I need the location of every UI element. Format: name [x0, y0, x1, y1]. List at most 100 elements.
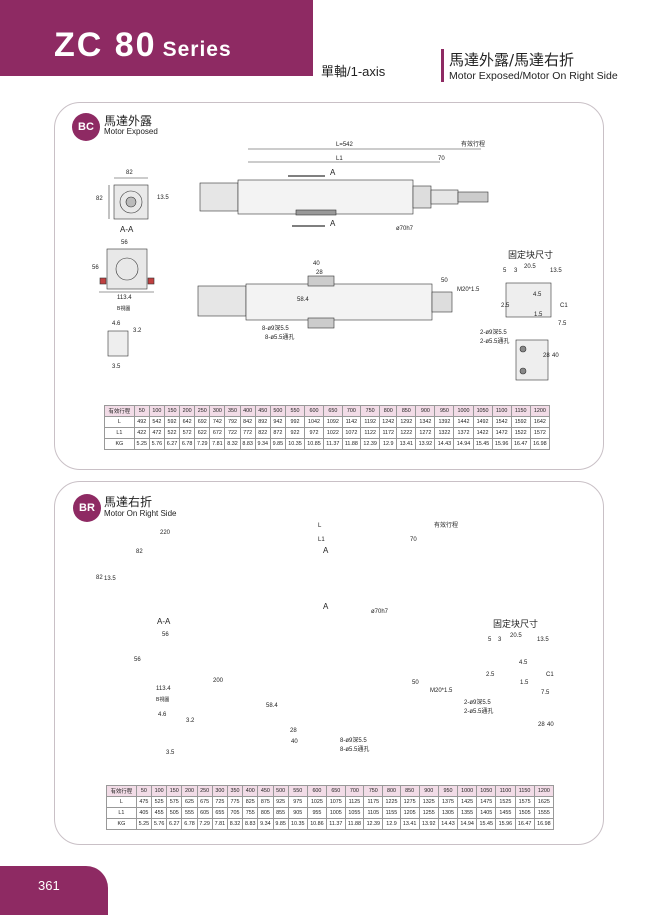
section-motor-right-side	[54, 481, 604, 845]
bc-table-cell: 742	[209, 416, 226, 428]
bc-table-cell: 1222	[396, 427, 417, 439]
br-table-cell: 475	[135, 796, 153, 808]
bc-dim-3-2: 3.2	[133, 328, 142, 334]
bc-table-cell: 972	[303, 427, 325, 439]
bc-fb-2-5: 2.5	[501, 303, 510, 309]
br-dim-200: 200	[213, 678, 224, 684]
br-stroke-header: 1200	[533, 785, 555, 797]
br-table-cell: 1505	[514, 807, 535, 819]
br-stroke-header: 1150	[514, 785, 535, 797]
br-row-label: L1	[106, 807, 137, 819]
bc-fb-4-5: 4.5	[533, 292, 542, 298]
bc-table-cell: 1092	[323, 416, 343, 428]
br-table-cell: 755	[242, 807, 259, 819]
br-table-cell: 16.47	[514, 818, 535, 830]
br-dim-40: 40	[291, 739, 298, 745]
bc-table-cell: 422	[133, 427, 150, 439]
bc-dim-m20: M20*1.5	[457, 287, 480, 293]
bc-stroke-header: 700	[341, 405, 362, 417]
bc-table-cell: 15.96	[491, 438, 512, 450]
bc-table-cell: 11.37	[323, 438, 343, 450]
br-table-cell: 875	[257, 796, 274, 808]
section-title-zh: 馬達右折	[104, 495, 153, 509]
bc-row-label: L	[104, 416, 135, 428]
br-table-cell: 725	[211, 796, 228, 808]
bc-dim-40: 40	[313, 261, 320, 267]
header-title-en: Motor Exposed/Motor On Right Side	[449, 70, 618, 82]
br-table-cell: 6.78	[181, 818, 198, 830]
series-word: Series	[162, 38, 232, 61]
br-section-a1: A	[323, 546, 329, 555]
br-fixed-block-title: 固定块尺寸	[493, 620, 539, 630]
bc-stroke-header: 1000	[453, 405, 474, 417]
bc-table-cell: 9.34	[254, 438, 271, 450]
bc-table-cell: 842	[239, 416, 256, 428]
br-table-cell: 1125	[344, 796, 365, 808]
br-table-cell: 1405	[476, 807, 497, 819]
br-fb-28: 28	[538, 722, 545, 728]
br-fb-4-5: 4.5	[519, 660, 528, 666]
header-title-block: 馬達外露/馬達右折 Motor Exposed/Motor On Right S…	[441, 49, 618, 82]
bc-table-cell: 6.27	[163, 438, 181, 450]
bc-fixed-block-title: 固定块尺寸	[508, 251, 554, 261]
br-stroke-header: 300	[211, 785, 228, 797]
bc-table-cell: 1492	[472, 416, 493, 428]
br-dim-13-5: 13.5	[104, 576, 116, 582]
bc-table-cell: 1322	[434, 427, 455, 439]
bc-dim-4-6: 4.6	[112, 321, 121, 327]
bc-hole-2: 8-ø5.5通孔	[265, 335, 295, 341]
bc-table-cell: 542	[148, 416, 165, 428]
br-fb-2-5: 2.5	[486, 672, 495, 678]
bc-table-cell: 10.35	[284, 438, 306, 450]
br-table-cell: 10.35	[287, 818, 308, 830]
br-dim-28: 28	[290, 728, 297, 734]
br-row-label: KG	[106, 818, 137, 830]
br-table-cell: 14.94	[457, 818, 478, 830]
br-fb-3: 3	[498, 637, 502, 643]
br-dim-82: 82	[136, 549, 143, 555]
br-stroke-header: 700	[344, 785, 365, 797]
br-table-cell: 11.37	[326, 818, 346, 830]
bc-bolt-view: B視圖	[117, 306, 131, 312]
page-number: 361	[38, 878, 60, 893]
bc-dim-82: 82	[126, 170, 133, 176]
footer-band	[0, 866, 108, 915]
bc-table-cell: 1022	[323, 427, 343, 439]
br-table-cell: 555	[181, 807, 198, 819]
bc-dim-58-4: 58.4	[297, 297, 309, 303]
bc-table-cell: 1142	[341, 416, 362, 428]
bc-table-cell: 942	[269, 416, 286, 428]
bc-table-cell: 15.45	[472, 438, 493, 450]
br-stroke-header: 350	[226, 785, 244, 797]
bc-table-cell: 472	[148, 427, 165, 439]
bc-table-cell: 16.47	[510, 438, 531, 450]
br-table-cell: 675	[196, 796, 213, 808]
br-table-cell: 8.83	[242, 818, 259, 830]
bc-table-cell: 642	[179, 416, 196, 428]
br-dim-220: 220	[160, 530, 171, 536]
bc-table-cell: 572	[179, 427, 196, 439]
br-table-cell: 9.85	[272, 818, 289, 830]
br-fb-20-5: 20.5	[510, 633, 522, 639]
bc-dim-stroke: 有效行程	[461, 142, 486, 148]
br-table-cell: 1005	[326, 807, 346, 819]
bc-dim-28: 28	[316, 270, 323, 276]
br-table-cell: 625	[181, 796, 198, 808]
bc-label-aa: A-A	[120, 225, 134, 234]
br-dim-56: 56	[162, 632, 169, 638]
br-table-cell: 855	[272, 807, 289, 819]
bc-table-cell: 722	[224, 427, 241, 439]
br-stroke-header: 600	[306, 785, 328, 797]
br-table-cell: 1555	[533, 807, 555, 819]
bc-stroke-header: 100	[148, 405, 165, 417]
bc-stroke-header: 400	[239, 405, 256, 417]
br-table-cell: 925	[272, 796, 289, 808]
bc-stroke-header: 600	[303, 405, 325, 417]
bc-dim-L: L=542	[336, 142, 353, 148]
br-table-cell: 7.81	[211, 818, 228, 830]
br-stroke-header: 500	[272, 785, 289, 797]
